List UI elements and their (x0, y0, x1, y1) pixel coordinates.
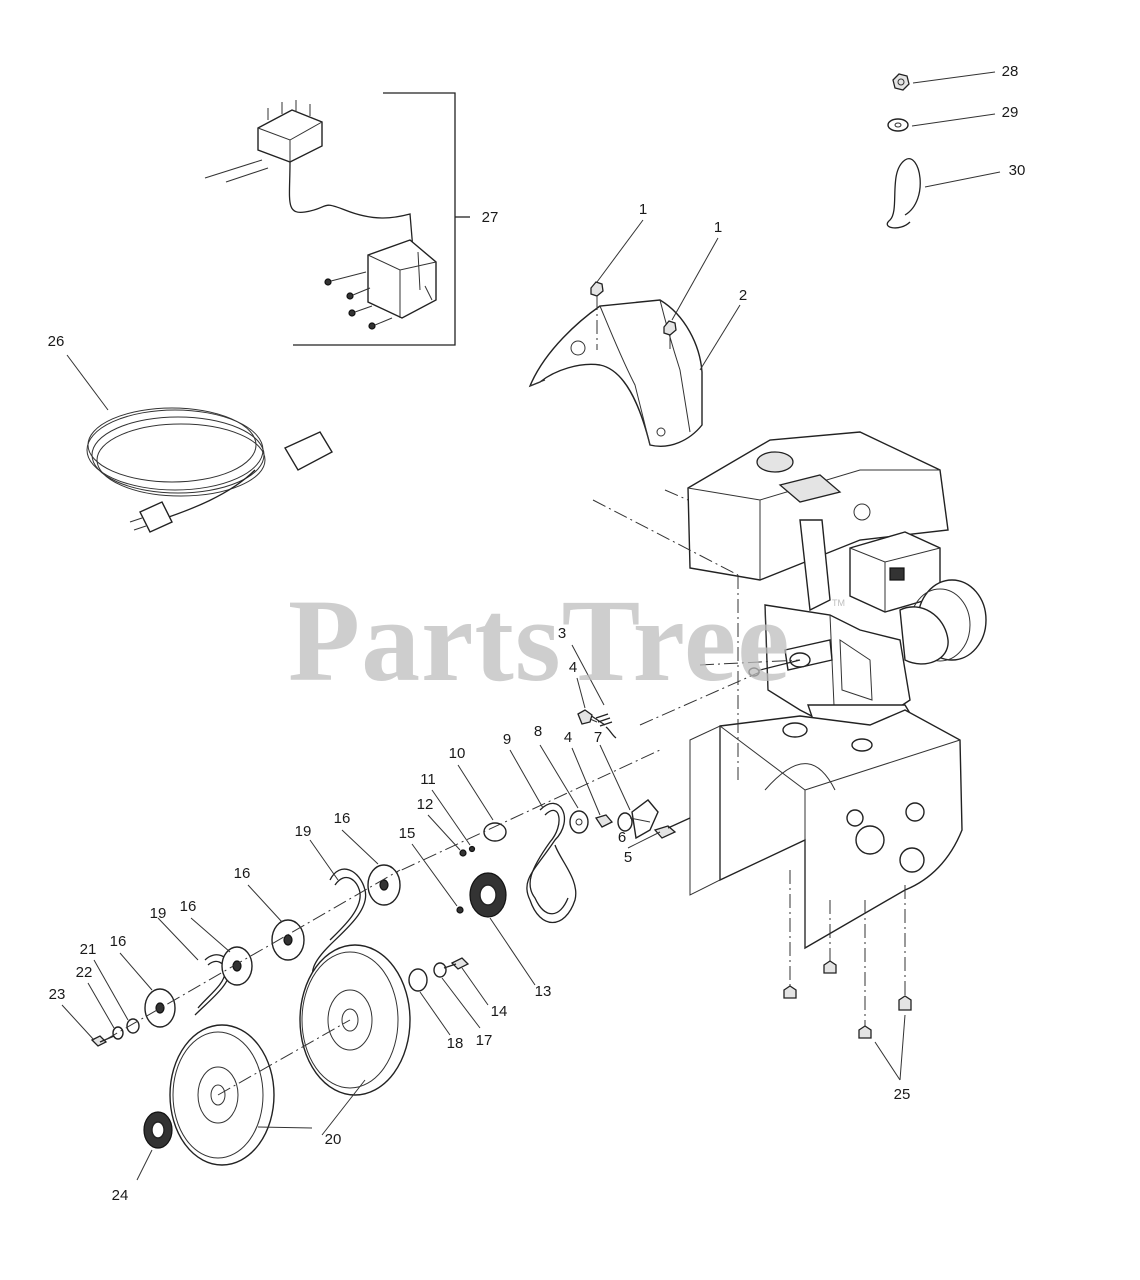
small-hardware-28-30 (886, 73, 921, 229)
extension-cord-26 (86, 407, 333, 533)
callout-30: 30 (1009, 162, 1026, 179)
callout-1b: 1 (714, 219, 722, 236)
callout-10: 10 (449, 745, 466, 762)
callout-12: 12 (417, 796, 434, 813)
callout-20: 20 (325, 1131, 342, 1148)
hardware-21-24 (90, 869, 401, 1149)
callout-9: 9 (503, 731, 511, 748)
callout-26: 26 (48, 333, 65, 350)
callout-21: 21 (80, 941, 97, 958)
callout-15: 15 (399, 825, 416, 842)
callout-16d: 16 (110, 933, 127, 950)
callout-22: 22 (76, 964, 93, 981)
belt-cover-2 (528, 281, 703, 447)
callout-28: 28 (1002, 63, 1019, 80)
callout-14: 14 (491, 1003, 508, 1020)
callout-16c: 16 (180, 898, 197, 915)
callout-labels: 1 1 2 3 4 4 5 6 7 8 9 10 11 12 13 14 15 … (48, 63, 1026, 1204)
callout-29: 29 (1002, 104, 1019, 121)
hardware-14-18 (408, 957, 470, 992)
callout-16b: 16 (234, 865, 251, 882)
callout-1a: 1 (639, 201, 647, 218)
callout-25: 25 (894, 1086, 911, 1103)
callout-19a: 19 (295, 823, 312, 840)
starter-kit-27 (204, 92, 470, 346)
engine-assembly (592, 431, 987, 950)
pulley-13 (469, 872, 507, 918)
bolts-25 (783, 870, 912, 1039)
callout-4b: 4 (564, 729, 572, 746)
artwork (61, 71, 1001, 1181)
pulley-hardware (379, 709, 691, 914)
callout-2: 2 (739, 287, 747, 304)
callout-19b: 19 (150, 905, 167, 922)
callout-23: 23 (49, 986, 66, 1003)
callout-27: 27 (482, 209, 499, 226)
callout-11: 11 (420, 771, 436, 788)
watermark-text: PartsTree (288, 575, 791, 706)
callout-18: 18 (447, 1035, 464, 1052)
callout-4a: 4 (569, 659, 577, 676)
callout-13: 13 (535, 983, 552, 1000)
pulleys-20 (169, 944, 411, 1166)
callout-6: 6 (618, 829, 626, 846)
callout-3: 3 (558, 625, 566, 642)
watermark-trademark: TM (832, 598, 845, 608)
callout-16a: 16 (334, 810, 351, 827)
callout-7: 7 (594, 729, 602, 746)
callout-17: 17 (476, 1032, 493, 1049)
leader-lines (61, 71, 1001, 1181)
callout-8: 8 (534, 723, 542, 740)
callout-5: 5 (624, 849, 632, 866)
callout-24: 24 (112, 1187, 129, 1204)
